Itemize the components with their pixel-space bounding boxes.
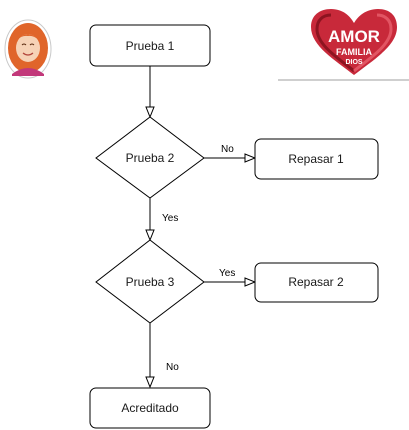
node-prueba-2-diamond <box>95 116 205 199</box>
node-prueba-1-label: Prueba 1 <box>126 39 175 53</box>
node-prueba-3-label: Prueba 3 <box>126 275 175 289</box>
node-prueba-3-diamond <box>95 239 205 324</box>
node-repasar-1[interactable]: Repasar 1 <box>254 138 379 180</box>
edge-label-prueba2-yes: Yes <box>162 213 178 224</box>
node-acreditado-box <box>89 387 211 429</box>
node-repasar-1-box <box>254 138 379 180</box>
arrowhead-prueba2 <box>145 106 155 119</box>
node-repasar-2-box <box>254 262 379 303</box>
logo-word-familia: FAMILIA <box>336 47 372 57</box>
edge-label-prueba2-no: No <box>221 144 234 155</box>
arrowhead-acreditado <box>145 376 155 389</box>
node-repasar-2[interactable]: Repasar 2 <box>254 262 379 303</box>
node-prueba-1-box <box>89 24 211 67</box>
node-repasar-2-label: Repasar 2 <box>288 275 344 289</box>
node-repasar-1-label: Repasar 1 <box>288 152 344 166</box>
node-prueba-2[interactable]: Prueba 2 <box>95 116 205 199</box>
heart-logo: AMOR FAMILIA DIOS <box>311 9 397 75</box>
arrowhead-prueba3 <box>145 229 155 242</box>
arrowhead-repasar2 <box>244 277 257 287</box>
logo-word-amor: AMOR <box>328 27 380 46</box>
edge-label-prueba3-no: No <box>166 362 179 373</box>
arrowhead-repasar1 <box>244 153 257 163</box>
node-acreditado-label: Acreditado <box>121 401 179 415</box>
node-prueba-3[interactable]: Prueba 3 <box>95 239 205 324</box>
node-acreditado[interactable]: Acreditado <box>89 387 211 429</box>
logo-word-dios: DIOS <box>345 59 362 66</box>
node-prueba-1[interactable]: Prueba 1 <box>89 24 211 67</box>
avatar-icon <box>4 19 52 79</box>
edges <box>145 66 257 389</box>
edge-label-prueba3-yes: Yes <box>219 268 235 279</box>
node-prueba-2-label: Prueba 2 <box>126 151 175 165</box>
